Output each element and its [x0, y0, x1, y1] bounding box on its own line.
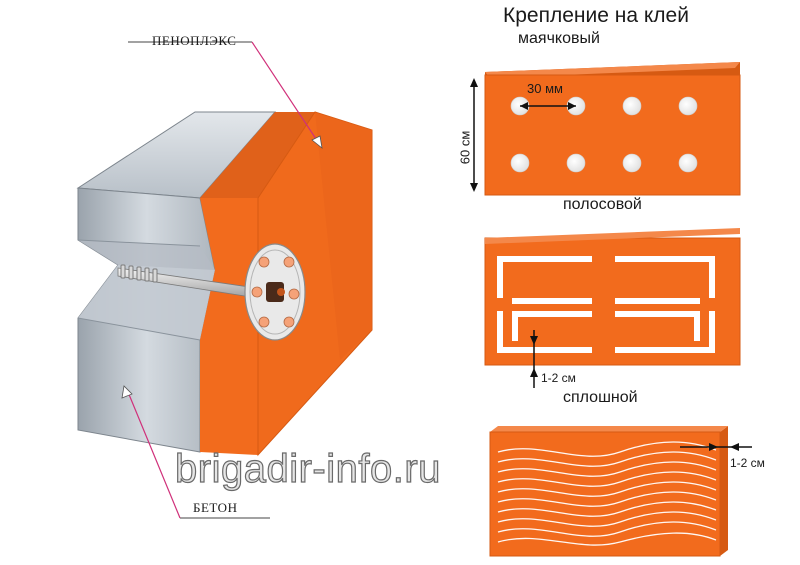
dimension-dot-spacing: 30 мм: [527, 81, 563, 96]
dimension-strip-gap: 1-2 см: [541, 371, 576, 385]
glue-strips: [497, 256, 715, 353]
dowel-ribs: [120, 264, 158, 283]
beton-pointer-arrow: [127, 391, 181, 519]
dowel-washer: [244, 243, 306, 341]
label-beton: БЕТОН: [193, 500, 238, 515]
wall-block-illustration: [76, 41, 373, 519]
dimension-layer-thickness: 1-2 см: [730, 456, 765, 470]
panel-strip-glue: [484, 228, 741, 388]
label-strip-glue: полосовой: [563, 196, 642, 213]
panel-spot-glue: [470, 62, 741, 196]
insulation-side-shade: [315, 112, 372, 360]
penoplex-arrowhead: [311, 135, 323, 149]
diagram-title: Крепление на клей: [503, 4, 689, 27]
panel-solid-glue: [489, 426, 752, 557]
insulation-front-face: [200, 198, 258, 455]
watermark-text: brigadir-info.ru: [174, 446, 441, 491]
glue-waves: [497, 441, 717, 546]
insulation-top-face: [200, 112, 315, 198]
label-solid-glue: сплошной: [563, 389, 638, 406]
beton-arrowhead: [121, 385, 133, 399]
dimension-panel-height: 60 см: [457, 130, 473, 165]
penoplex-pointer-arrow: [251, 41, 319, 143]
label-spot-glue: маячковый: [518, 30, 600, 47]
concrete-notch-shade: [78, 240, 215, 270]
label-penoplex: ПЕНОПЛЭКС: [152, 33, 237, 48]
